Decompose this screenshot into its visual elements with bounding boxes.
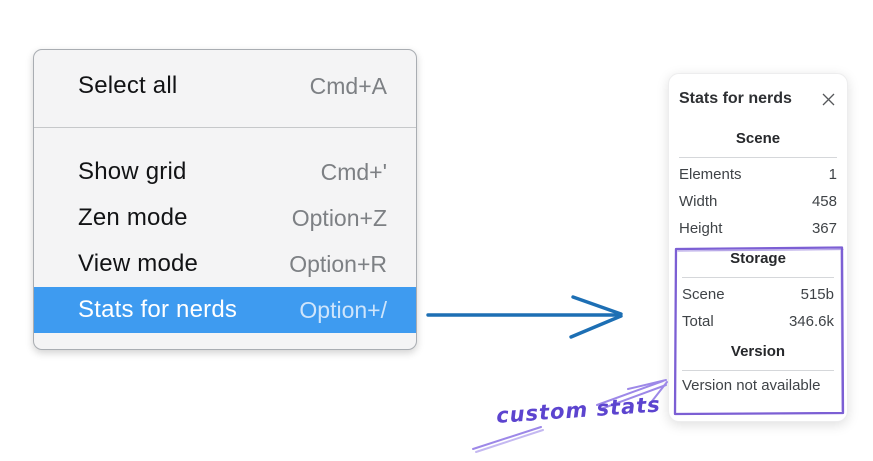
menu-item-label: Select all xyxy=(78,72,178,99)
stat-label: Elements xyxy=(679,166,742,183)
menu-to-panel-arrow xyxy=(426,295,623,339)
section-divider xyxy=(682,277,834,278)
menu-item-select-all[interactable]: Select all Cmd+A xyxy=(34,63,416,109)
stat-label: Height xyxy=(679,220,723,237)
menu-item-shortcut: Option+Z xyxy=(291,204,387,231)
menu-item-label: View mode xyxy=(78,250,199,277)
stat-row-total-storage: Total 346.6k xyxy=(682,308,834,335)
stat-value: 515b xyxy=(800,286,834,303)
menu-item-label: Zen mode xyxy=(78,204,188,231)
version-note: Version not available xyxy=(682,377,821,394)
section-title-version: Version xyxy=(730,343,786,360)
menu-item-shortcut: Cmd+A xyxy=(309,72,387,99)
menu-item-shortcut: Cmd+' xyxy=(320,158,387,185)
stat-value: 367 xyxy=(811,220,837,237)
stat-row-elements: Elements 1 xyxy=(679,161,837,188)
section-title-storage: Storage xyxy=(730,250,786,267)
menu-item-stats-for-nerds[interactable]: Stats for nerds Option+/ xyxy=(34,287,416,333)
section-divider xyxy=(682,370,834,371)
stats-panel: Stats for nerds Scene Elements 1 Width 4… xyxy=(668,73,848,422)
stat-label: Total xyxy=(682,313,714,330)
menu-item-label: Stats for nerds xyxy=(78,296,238,323)
menu-item-zen-mode[interactable]: Zen mode Option+Z xyxy=(34,195,416,241)
stat-value: 346.6k xyxy=(788,313,834,330)
close-icon[interactable] xyxy=(819,90,837,108)
annotated-stats-group: Storage Scene 515b Total 346.6k Version … xyxy=(673,246,845,416)
menu-item-shortcut: Option+/ xyxy=(299,296,387,323)
stat-value: 1 xyxy=(828,166,837,183)
annotated-stats-inner: Storage Scene 515b Total 346.6k Version … xyxy=(679,250,837,396)
context-menu: Select all Cmd+A Show grid Cmd+' Zen mod… xyxy=(33,49,417,350)
menu-divider xyxy=(34,127,416,128)
stat-label: Width xyxy=(679,193,718,210)
stats-panel-title: Stats for nerds xyxy=(679,90,792,107)
stat-row-height: Height 367 xyxy=(679,215,837,242)
menu-item-view-mode[interactable]: View mode Option+R xyxy=(34,241,416,287)
section-title-scene: Scene xyxy=(735,130,781,147)
stats-panel-header: Stats for nerds xyxy=(679,87,837,111)
stat-label: Scene xyxy=(682,286,725,303)
section-divider xyxy=(679,157,837,158)
menu-item-label: Show grid xyxy=(78,158,187,185)
stat-row-scene-storage: Scene 515b xyxy=(682,281,834,308)
annotation-label: custom stats xyxy=(495,392,662,428)
stat-value: 458 xyxy=(811,193,837,210)
stat-row-width: Width 458 xyxy=(679,188,837,215)
menu-item-shortcut: Option+R xyxy=(289,250,387,277)
menu-item-show-grid[interactable]: Show grid Cmd+' xyxy=(34,149,416,195)
